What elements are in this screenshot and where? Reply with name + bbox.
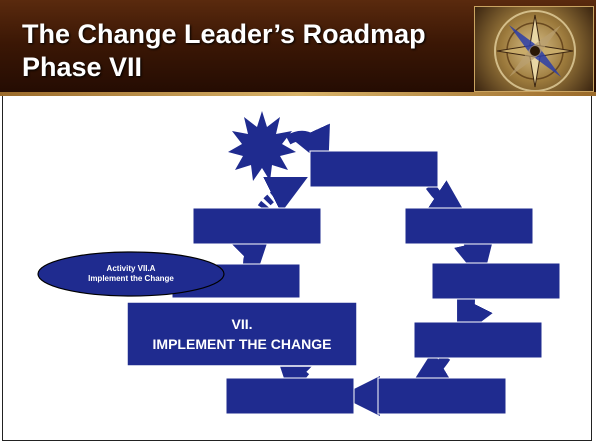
arrow-start-to-box1	[285, 123, 330, 169]
roadmap-box-4	[413, 321, 543, 359]
arrow-box4-to-box5	[408, 350, 454, 389]
roadmap-box-6	[225, 377, 355, 415]
title-line-1: The Change Leader’s Roadmap	[22, 19, 426, 49]
active-phase-box	[126, 301, 358, 367]
arrow-box1-to-box2	[424, 180, 469, 220]
arrow-box8-to-start	[257, 177, 308, 213]
arrow-box2-to-box3	[454, 239, 494, 283]
roadmap-box-8	[192, 207, 322, 245]
slide-content-frame	[2, 96, 592, 441]
activity-number: Activity VII.A	[106, 264, 156, 273]
activity-label: Activity VII.A Implement the Change	[38, 252, 224, 296]
activity-title: Implement the Change	[88, 274, 174, 283]
title-line-2: Phase VII	[22, 52, 143, 82]
arrow-box7-to-box8	[229, 227, 273, 271]
cycle-arrows	[229, 123, 494, 416]
arrow-box3-to-box4	[457, 295, 493, 340]
roadmap-box-1	[309, 150, 439, 188]
slide-title: The Change Leader’s Roadmap Phase VII	[22, 18, 472, 84]
activity-oval	[37, 251, 225, 297]
roadmap-box-5	[377, 377, 507, 415]
compass-icon	[474, 6, 594, 92]
roadmap-box-2	[404, 207, 534, 245]
active-phase-title: IMPLEMENT THE CHANGE	[152, 336, 332, 352]
roadmap-box-3	[431, 262, 561, 300]
slide-header: The Change Leader’s Roadmap Phase VII	[0, 0, 596, 96]
starburst-icon	[228, 111, 296, 181]
active-phase-number: VII.	[231, 316, 253, 332]
active-phase-label: VII. IMPLEMENT THE CHANGE	[127, 302, 357, 366]
